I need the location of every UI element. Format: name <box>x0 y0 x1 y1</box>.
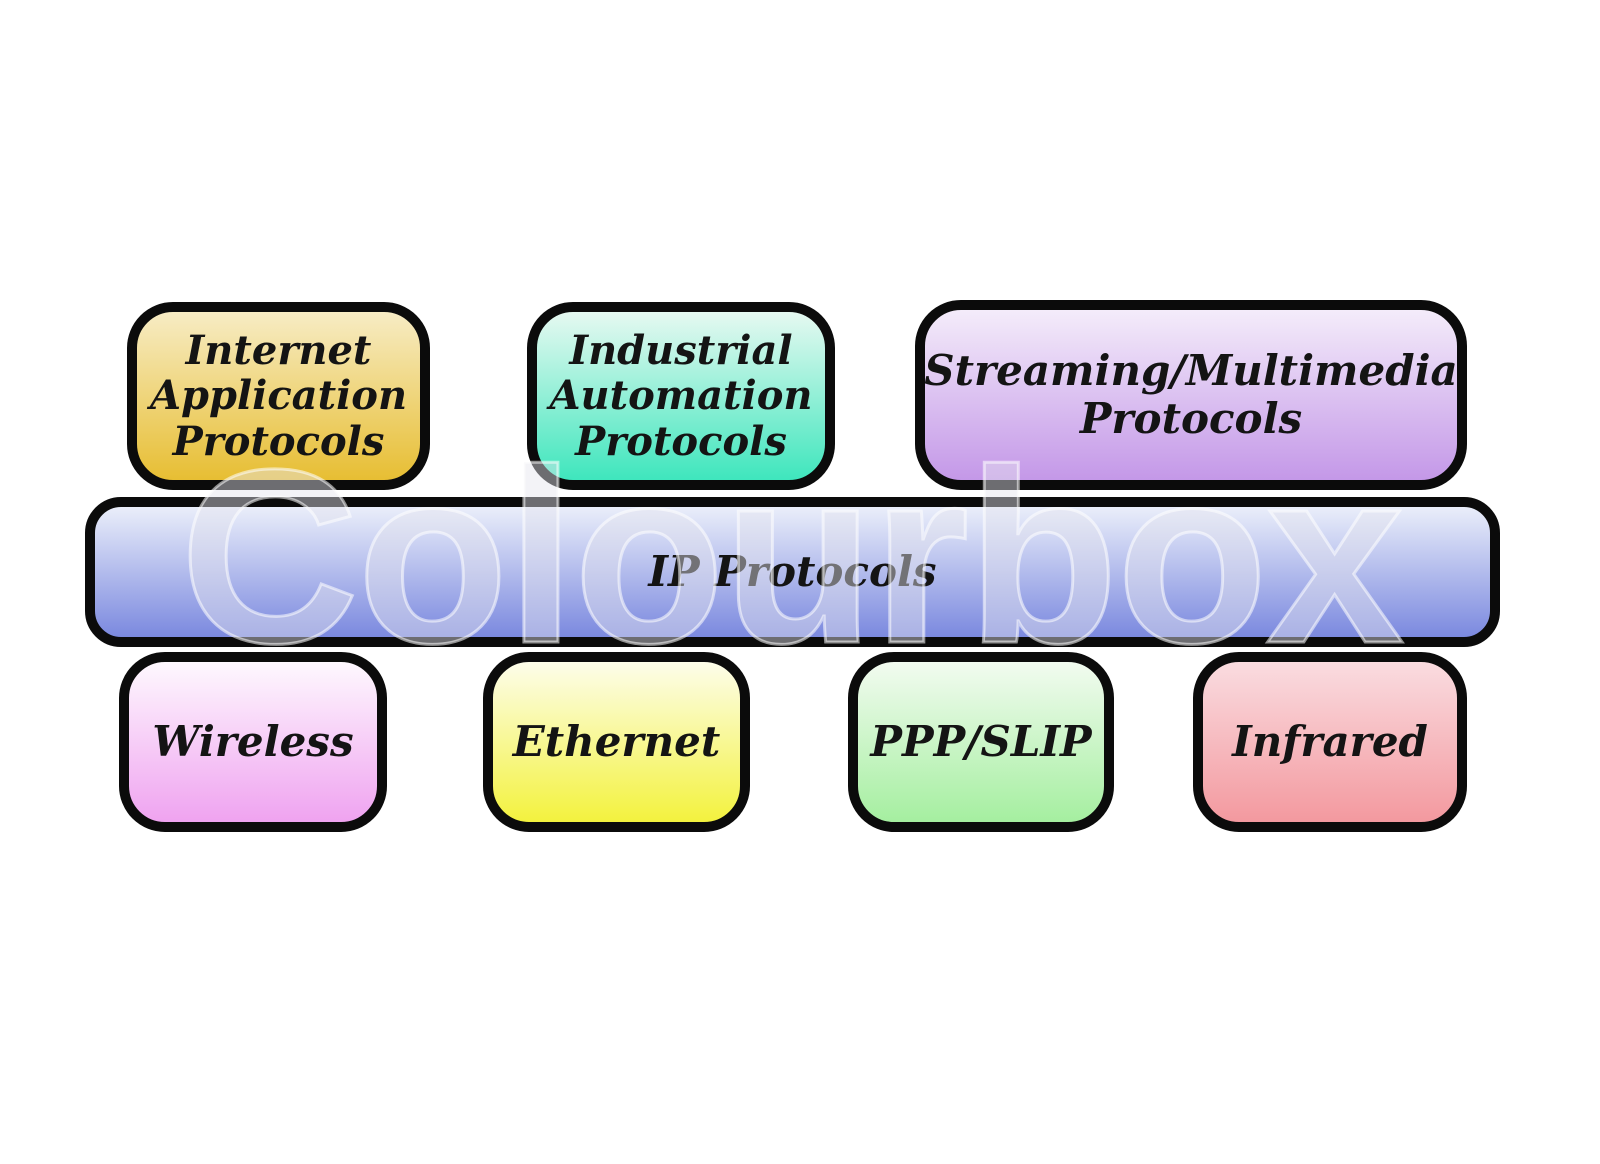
box-internet-application-protocols: Internet Application Protocols <box>127 302 430 490</box>
box-streaming-multimedia-protocols: Streaming/Multimedia Protocols <box>915 300 1467 490</box>
box-label: Streaming/Multimedia Protocols <box>924 346 1458 443</box>
box-label: PPP/SLIP <box>870 717 1092 767</box>
bar-label: IP Protocols <box>648 547 937 597</box>
box-ethernet: Ethernet <box>483 652 750 832</box>
box-ppp-slip: PPP/SLIP <box>848 652 1114 832</box>
box-industrial-automation-protocols: Industrial Automation Protocols <box>527 302 835 490</box>
box-label: Infrared <box>1232 717 1428 767</box>
box-label: Internet Application Protocols <box>149 326 408 465</box>
box-label: Industrial Automation Protocols <box>549 326 813 465</box>
box-wireless: Wireless <box>119 652 387 832</box>
box-label: Wireless <box>152 717 354 767</box>
box-infrared: Infrared <box>1193 652 1467 832</box>
box-label: Ethernet <box>512 717 721 767</box>
bar-ip-protocols: IP Protocols <box>85 497 1500 647</box>
